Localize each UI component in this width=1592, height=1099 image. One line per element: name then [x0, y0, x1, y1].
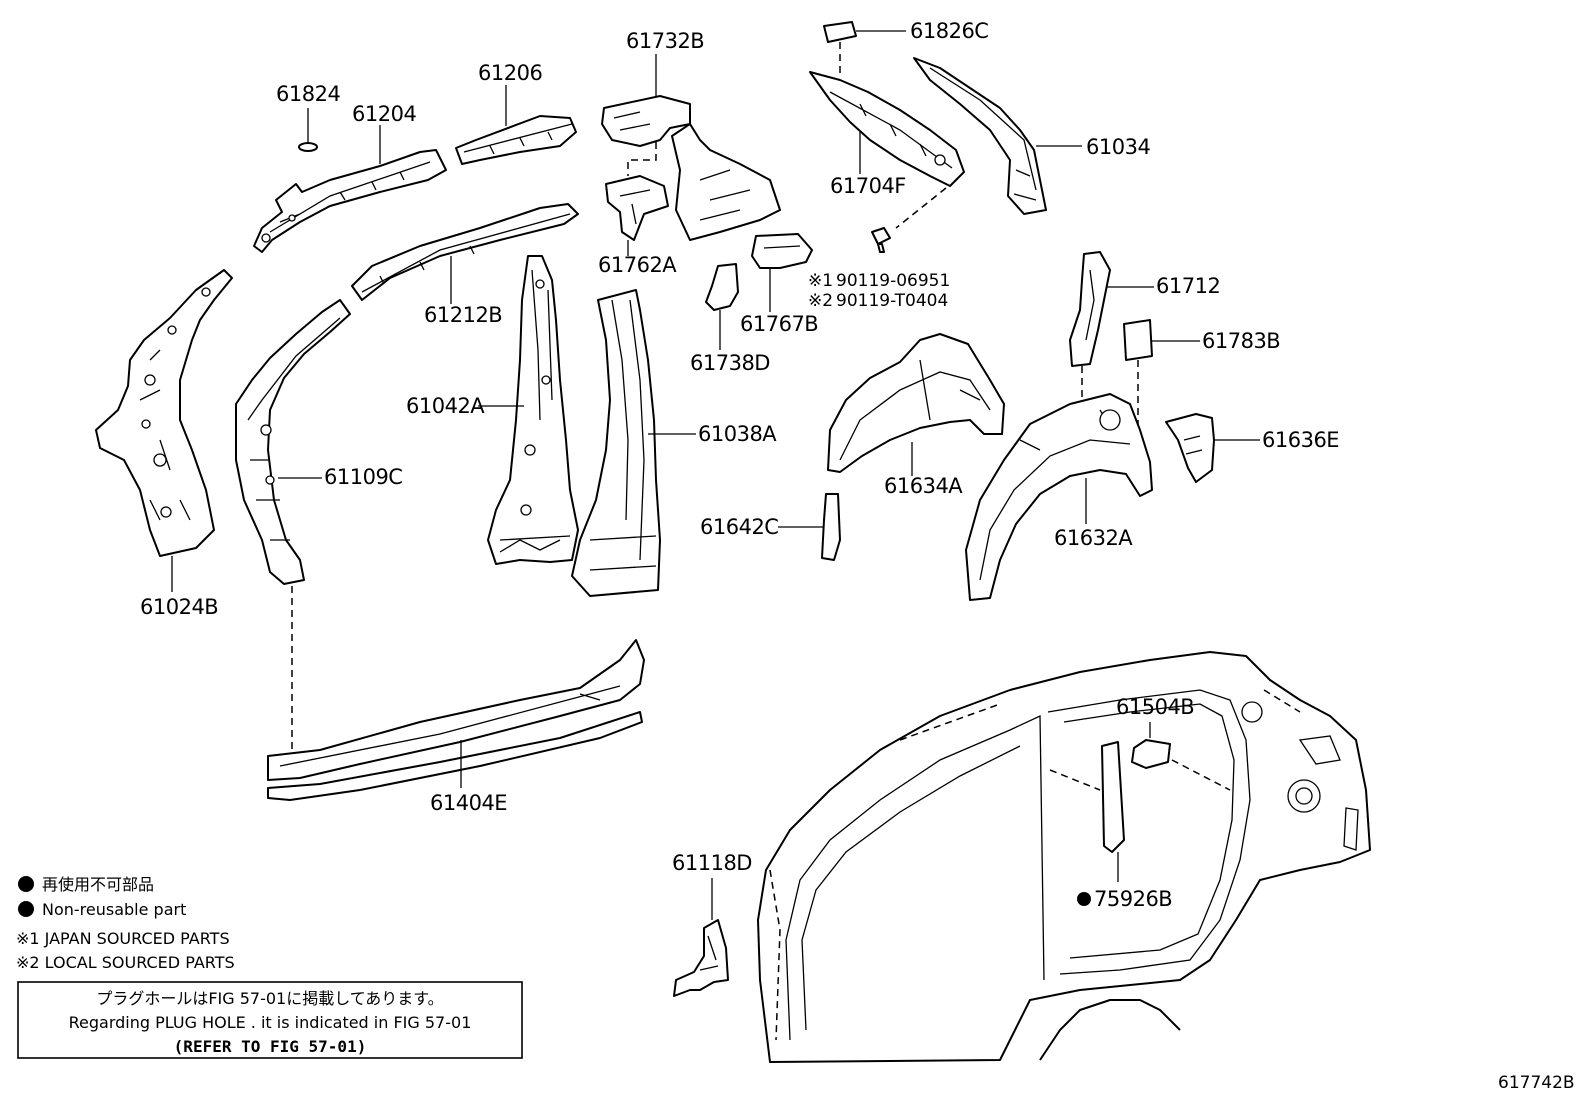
part-61783B-pad[interactable] — [1123, 319, 1200, 430]
label-61704F: 61704F — [830, 174, 906, 198]
legend-nonreusable-jp: 再使用不可部品 — [42, 875, 154, 894]
part-61762A-bracket[interactable] — [605, 175, 669, 256]
label-61767B: 61767B — [740, 312, 818, 336]
label-61038A: 61038A — [698, 422, 777, 446]
label-61738D: 61738D — [690, 351, 770, 375]
label-61826C: 61826C — [910, 19, 988, 43]
part-61634A-wheelhouse[interactable] — [827, 333, 1005, 476]
part-61712-bracket[interactable] — [1069, 251, 1154, 408]
part-61738D-bracket[interactable] — [705, 263, 739, 350]
part-61636E-panel[interactable] — [1165, 413, 1260, 483]
nonreusable-bullet-icon — [18, 876, 34, 892]
part-61767B-bracket[interactable] — [751, 233, 813, 312]
part-61212B-rail[interactable] — [351, 203, 579, 304]
part-61404E-rocker[interactable] — [267, 586, 645, 801]
figure-code: 617742B — [1498, 1073, 1575, 1093]
legend-nonreusable-en: Non-reusable part — [42, 900, 186, 919]
label-61042A: 61042A — [406, 394, 485, 418]
legend-note-1: ※1 JAPAN SOURCED PARTS — [16, 929, 230, 948]
label-61212B: 61212B — [424, 303, 502, 327]
label-61636E: 61636E — [1262, 428, 1339, 452]
label-61109C: 61109C — [324, 465, 402, 489]
part-61118D-bracket[interactable] — [673, 878, 729, 997]
notice-line-ref: (REFER TO FIG 57-01) — [174, 1037, 367, 1056]
label-61762A: 61762A — [598, 253, 677, 277]
part-61504B-bracket[interactable] — [1131, 722, 1171, 769]
label-61204: 61204 — [352, 102, 416, 126]
label-61634A: 61634A — [884, 474, 963, 498]
label-61824: 61824 — [276, 82, 340, 106]
part-75926B-seal[interactable] — [1077, 741, 1125, 906]
label-61118D: 61118D — [672, 851, 752, 875]
label-61783B: 61783B — [1202, 329, 1280, 353]
part-61642C-bracket[interactable] — [778, 493, 841, 561]
label-61504B: 61504B — [1116, 695, 1194, 719]
legend: 再使用不可部品 Non-reusable part ※1 JAPAN SOURC… — [16, 875, 235, 972]
notice-line-en: Regarding PLUG HOLE . it is indicated in… — [69, 1013, 472, 1032]
bolt-ref-mark-2: ※2 — [808, 291, 833, 311]
side-panel-outer[interactable] — [757, 651, 1371, 1063]
nonreusable-bullet-icon — [18, 901, 34, 917]
notice-line-jp: プラグホールはFIG 57-01に掲載してあります。 — [96, 989, 443, 1008]
part-61826C-pad[interactable] — [823, 21, 906, 76]
part-61824-clip[interactable] — [298, 108, 318, 152]
legend-note-2: ※2 LOCAL SOURCED PARTS — [16, 953, 235, 972]
part-61206-rail[interactable] — [455, 85, 577, 165]
label-61632A: 61632A — [1054, 526, 1133, 550]
part-61204-rail[interactable] — [253, 125, 447, 253]
label-75926B: 75926B — [1094, 887, 1172, 911]
part-61024B-panel[interactable] — [95, 269, 233, 592]
label-61024B: 61024B — [140, 595, 218, 619]
part-61632A-wheelhouse[interactable] — [965, 393, 1153, 601]
label-61206: 61206 — [478, 61, 542, 85]
plug-hole-notice: プラグホールはFIG 57-01に掲載してあります。 Regarding PLU… — [17, 981, 523, 1059]
part-61034-panel[interactable] — [913, 57, 1082, 215]
part-61042A-pillar[interactable] — [478, 255, 579, 565]
bolt-ref-part-2: 90119-T0404 — [836, 291, 948, 311]
part-61038A-pillar[interactable] — [571, 289, 696, 597]
bolt-ref-part-1: 90119-06951 — [836, 271, 950, 291]
bolt-ref-mark-1: ※1 — [808, 271, 833, 291]
label-61732B: 61732B — [626, 29, 704, 53]
bolt[interactable] — [871, 227, 891, 253]
label-61642C: 61642C — [700, 515, 778, 539]
label-61404E: 61404E — [430, 791, 507, 815]
part-61109C-pillar[interactable] — [235, 299, 351, 585]
part-61732B-panel[interactable] — [601, 54, 781, 241]
label-61712: 61712 — [1156, 274, 1220, 298]
part-61704F-panel[interactable] — [809, 71, 965, 229]
label-61034: 61034 — [1086, 135, 1150, 159]
